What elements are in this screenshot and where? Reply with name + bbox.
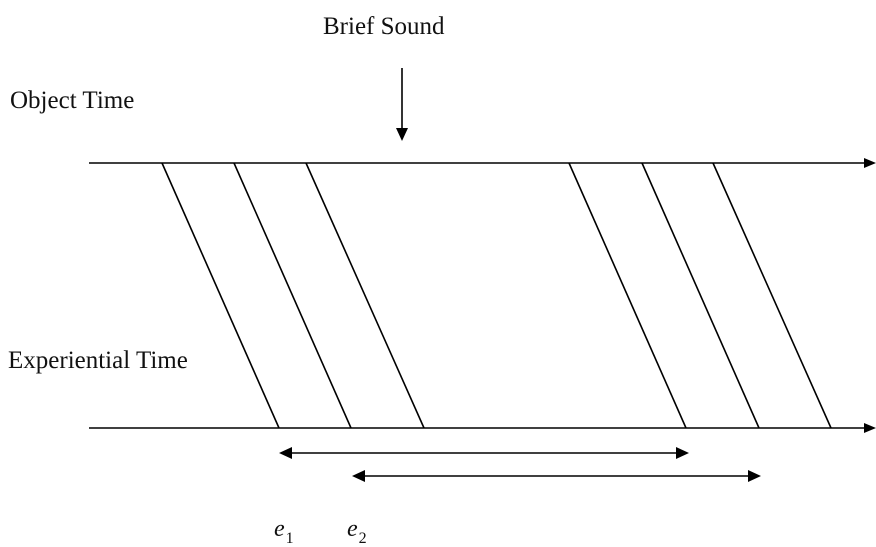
brief-sound-arrow	[396, 68, 408, 141]
interval-arrow-e2-left-head	[352, 470, 365, 482]
object-time-axis-arrowhead	[864, 158, 876, 168]
mapping-line-2	[233, 162, 352, 429]
brief-sound-label: Brief Sound	[323, 13, 445, 40]
mapping-line-4	[568, 162, 687, 429]
mapping-line-1	[161, 162, 280, 429]
mapping-line-3	[305, 162, 425, 429]
experiential-time-label: Experiential Time	[8, 347, 188, 374]
interval-arrow-e1-left-head	[279, 447, 292, 459]
interval-arrow-e1-right-head	[676, 447, 689, 459]
e2-label-base: e	[347, 516, 358, 542]
interval-arrow-e2	[352, 470, 761, 482]
e1-label-base: e	[274, 516, 285, 542]
brief-sound-arrow-head	[396, 128, 408, 141]
e2-label-sub: 2	[359, 530, 367, 547]
experiential-time-axis-arrowhead	[864, 423, 876, 433]
mapping-line-6	[712, 162, 832, 429]
e1-label-sub: 1	[286, 530, 294, 547]
e1-label: e1	[274, 516, 294, 547]
object-time-axis	[89, 158, 876, 168]
experiential-time-axis	[89, 423, 876, 433]
mapping-line-5	[641, 162, 760, 429]
interval-arrow-e2-right-head	[748, 470, 761, 482]
object-time-label: Object Time	[10, 87, 134, 114]
interval-arrow-e1	[279, 447, 689, 459]
e2-label: e2	[347, 516, 367, 547]
